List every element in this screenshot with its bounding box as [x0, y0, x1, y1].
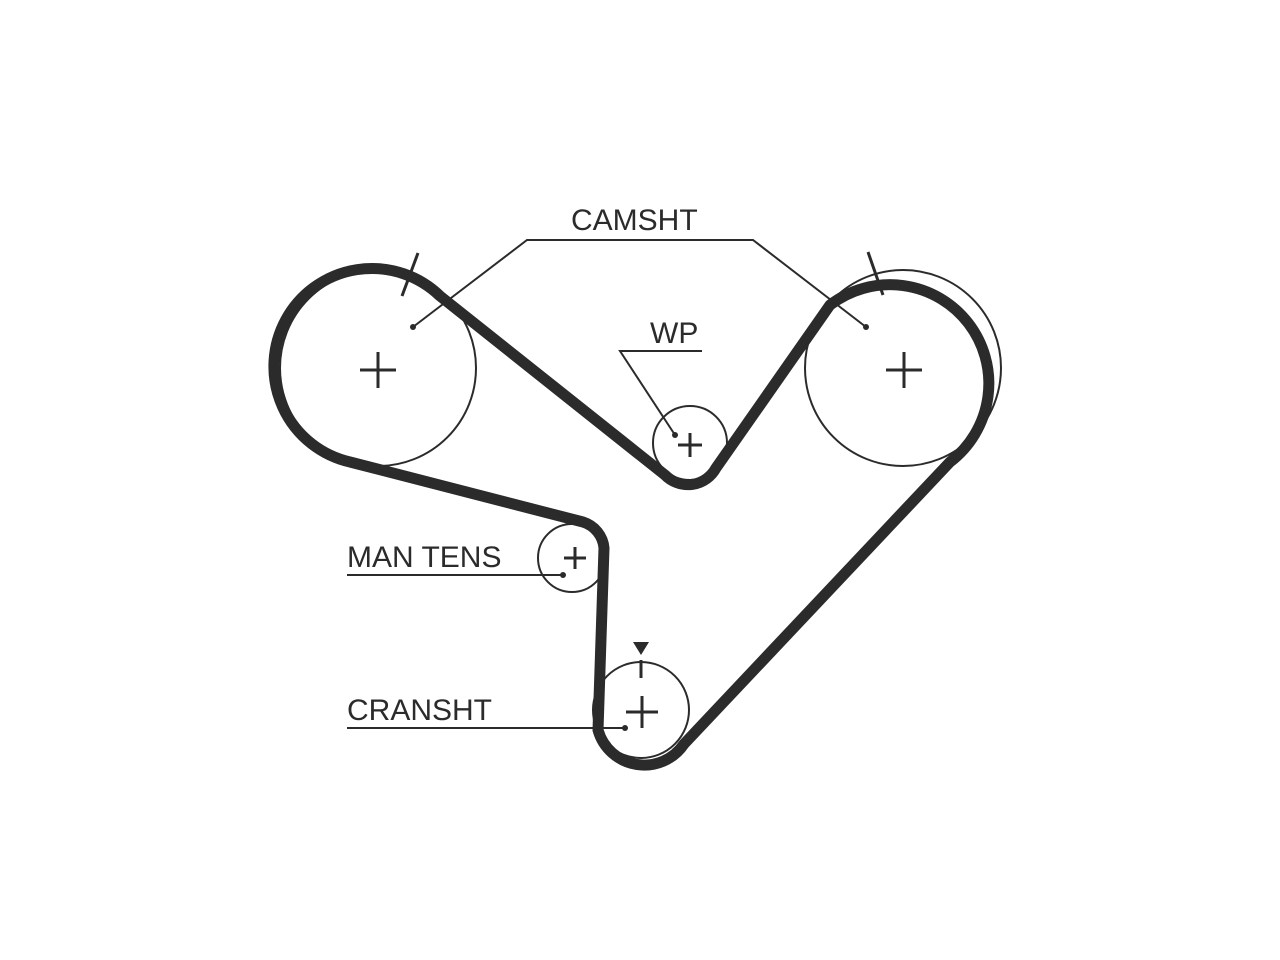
crankshaft-label: CRANSHT: [347, 694, 492, 727]
right-camshaft-timing-mark: [866, 251, 885, 296]
crankshaft-timing-arrow: [633, 642, 649, 655]
right-camshaft-pulley: [804, 269, 1002, 467]
tensioner-leader-dot: [560, 572, 566, 578]
left-camshaft-center-cross: [360, 352, 396, 388]
water-pump-label: WP: [650, 317, 698, 350]
left-camshaft-leader-dot: [410, 324, 416, 330]
timing-belt: [268, 262, 995, 771]
water-pump-center-cross: [678, 433, 702, 457]
left-camshaft-timing-mark: [400, 252, 420, 297]
water-pump-leader-line: [618, 350, 702, 436]
water-pump-leader-dot: [672, 432, 678, 438]
camshaft-leader-line: [412, 239, 867, 328]
right-camshaft-center-cross: [886, 352, 922, 388]
camshaft-label: CAMSHT: [571, 204, 698, 237]
tensioner-center-cross: [564, 547, 586, 569]
right-camshaft-leader-dot: [863, 324, 869, 330]
crankshaft-leader-dot: [622, 725, 628, 731]
manual-tensioner-label: MAN TENS: [347, 541, 501, 574]
crankshaft-center-cross: [626, 696, 658, 728]
